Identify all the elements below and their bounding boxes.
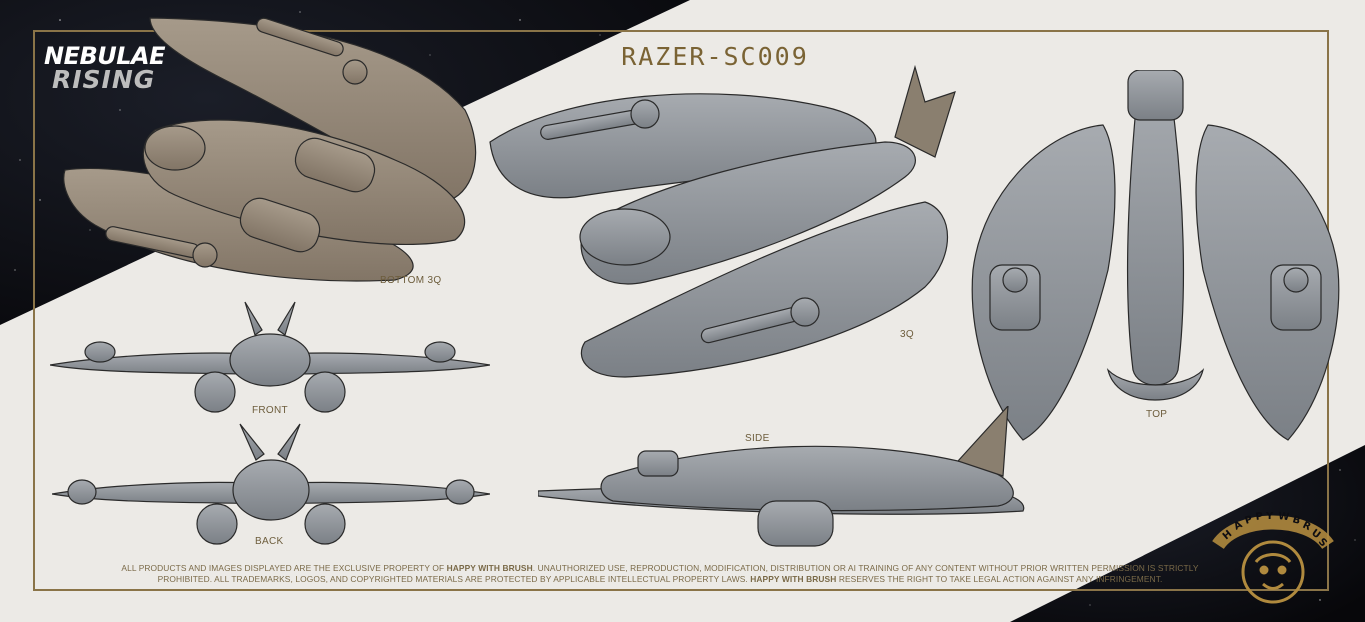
ship-view-back	[52, 423, 490, 545]
disclaimer-part-3: RESERVES THE RIGHT TO TAKE LEGAL ACTION …	[836, 574, 1163, 584]
label-back: BACK	[255, 536, 284, 547]
ship-view-bottom-3q	[63, 17, 477, 282]
ship-view-3q	[489, 64, 956, 378]
label-top: TOP	[1146, 409, 1168, 420]
svg-text:P: P	[1255, 511, 1264, 523]
svg-text:B: B	[1291, 514, 1301, 527]
ship-view-side	[538, 406, 1025, 547]
label-3q: 3Q	[900, 329, 914, 340]
label-front: FRONT	[252, 405, 288, 416]
label-bottom-3q: BOTTOM 3Q	[380, 275, 442, 286]
space-region-bottom-right	[1010, 445, 1365, 622]
logo-line-2: RISING	[52, 65, 156, 94]
disclaimer-part-2: . UNAUTHORIZED USE, REPRODUCTION, MODIFI…	[157, 563, 1199, 584]
copyright-disclaimer: ALL PRODUCTS AND IMAGES DISPLAYED ARE TH…	[120, 563, 1200, 585]
happy-with-brush-logo: H A P P Y W B R U S	[1212, 511, 1334, 604]
svg-text:P: P	[1244, 514, 1254, 527]
disclaimer-brand-2: HAPPY WITH BRUSH	[750, 574, 837, 584]
svg-text:Y: Y	[1265, 511, 1274, 522]
logo-line-1: NEBULAE	[44, 42, 166, 70]
disclaimer-brand-1: HAPPY WITH BRUSH	[446, 563, 533, 573]
sheet-title: RAZER-SC009	[621, 42, 809, 71]
ship-view-top	[971, 70, 1340, 441]
nebulae-rising-logo: NEBULAE RISING	[44, 44, 184, 92]
ship-view-front	[50, 301, 490, 413]
disclaimer-part-1: ALL PRODUCTS AND IMAGES DISPLAYED ARE TH…	[121, 563, 447, 573]
svg-text:W: W	[1278, 511, 1290, 523]
label-side: SIDE	[745, 433, 770, 444]
